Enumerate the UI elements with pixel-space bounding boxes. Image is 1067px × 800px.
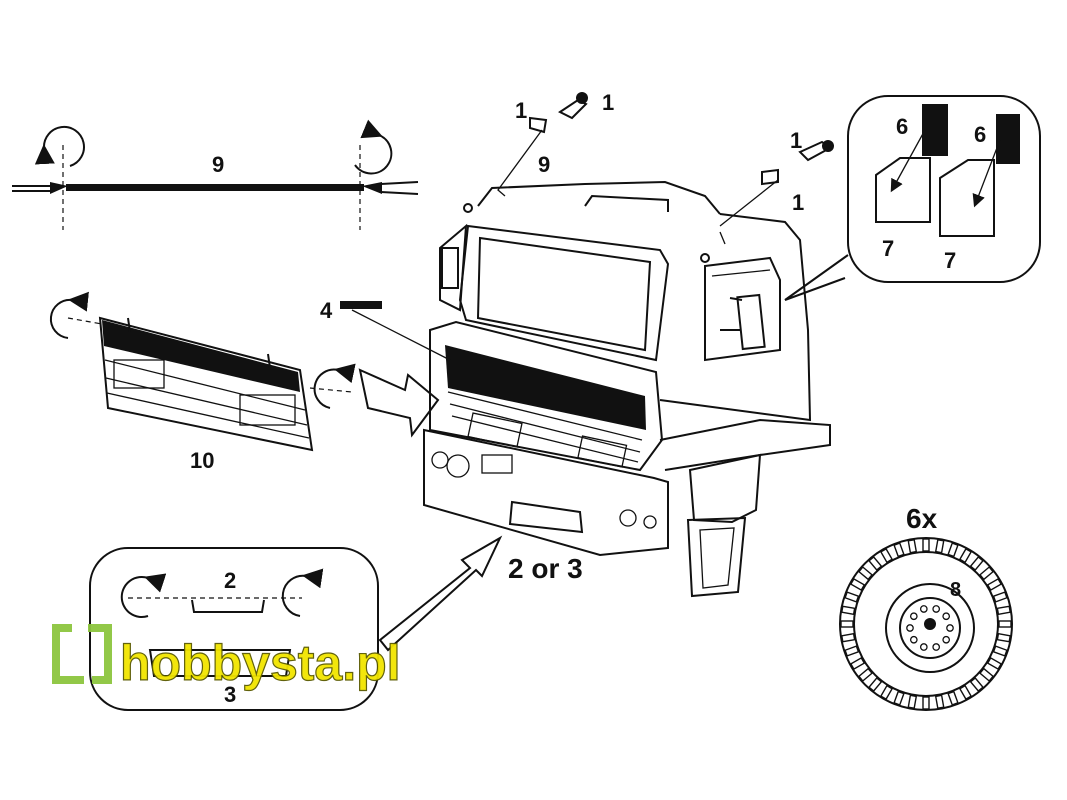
truck-cab [423, 180, 831, 598]
lug-nut [942, 612, 951, 621]
mirror-inset: 6 6 7 7 [784, 95, 1041, 301]
lug-nut [932, 605, 941, 613]
mirror-right-part-label: 1 [792, 190, 804, 215]
watermark-text: hobbysta.pl [120, 635, 401, 691]
tread-block [998, 620, 1012, 628]
tread-block [893, 690, 905, 706]
inset-step-2-label: 2 [224, 568, 236, 593]
tread-block [979, 566, 995, 581]
tread-block [996, 632, 1012, 643]
mirror-frame-right-label: 7 [944, 248, 956, 273]
lug-nut [909, 635, 918, 644]
grille-pointer-arrow [358, 368, 440, 438]
tread-block [857, 667, 873, 682]
tread-block [868, 677, 883, 693]
plate-callout: 4 [320, 298, 451, 361]
mirror-right-bracket-label: 1 [790, 128, 802, 153]
tread-block [840, 605, 856, 616]
tread-block [922, 696, 930, 710]
lug-nut [946, 624, 954, 632]
cab-callouts: 9 1 1 1 1 [497, 90, 834, 245]
tread-block [969, 677, 984, 693]
tread-block [996, 605, 1012, 616]
tread-block [844, 591, 860, 603]
step-callout: 2 or 3 [378, 535, 583, 652]
tread-block [868, 555, 883, 571]
bracket-icon [52, 624, 112, 684]
tread-block [879, 547, 894, 564]
tread-block [857, 566, 873, 581]
tread-block [907, 694, 918, 710]
plate-label: 4 [320, 298, 333, 323]
tread-block [992, 591, 1008, 603]
tread-block [979, 667, 995, 682]
tread-block [992, 645, 1008, 657]
tread-block [907, 538, 918, 554]
tread-block [844, 645, 860, 657]
wheel-part: 6x 8 [839, 503, 1013, 711]
tow-cable-part: 9 [12, 119, 419, 230]
step-label: 2 or 3 [508, 553, 583, 584]
tread-block [958, 547, 973, 564]
tread-block [840, 632, 856, 643]
lug-nut [906, 624, 914, 632]
tread-block [947, 690, 959, 706]
tread-block [958, 684, 973, 701]
tread-block [849, 656, 866, 671]
tread-block [893, 542, 905, 558]
tow-cable-label: 9 [212, 152, 224, 177]
lug-nut [909, 612, 918, 621]
mirror-glass-right-label: 6 [974, 122, 986, 147]
wheel-hub-label: 8 [950, 579, 961, 601]
mirror-left-part-label: 1 [602, 90, 614, 115]
lug-nut [919, 643, 928, 651]
tread-block [922, 538, 930, 552]
tread-block [969, 555, 984, 571]
lug-nut [932, 643, 941, 651]
mirror-frame-left-label: 7 [882, 236, 894, 261]
tread-block [947, 542, 959, 558]
step-inset: 2 3 [89, 547, 379, 711]
watermark-logo: hobbysta.pl [52, 624, 401, 692]
lug-nut [919, 605, 928, 613]
lug-nut [942, 635, 951, 644]
mirror-glass-left-label: 6 [896, 114, 908, 139]
tread-block [986, 656, 1003, 671]
tread-block [986, 577, 1003, 592]
tread-block [849, 577, 866, 592]
wheel-count-label: 6x [906, 503, 938, 534]
tread-block [879, 684, 894, 701]
grille-insert-label: 10 [190, 448, 214, 473]
tread-block [934, 538, 945, 554]
tread-block [840, 620, 854, 628]
tread-block [934, 694, 945, 710]
cab-tow-cable-label: 9 [538, 152, 550, 177]
mirror-left-bracket-label: 1 [515, 98, 527, 123]
grille-insert-part: 10 [49, 291, 356, 473]
inset-step-3-label: 3 [224, 682, 236, 707]
